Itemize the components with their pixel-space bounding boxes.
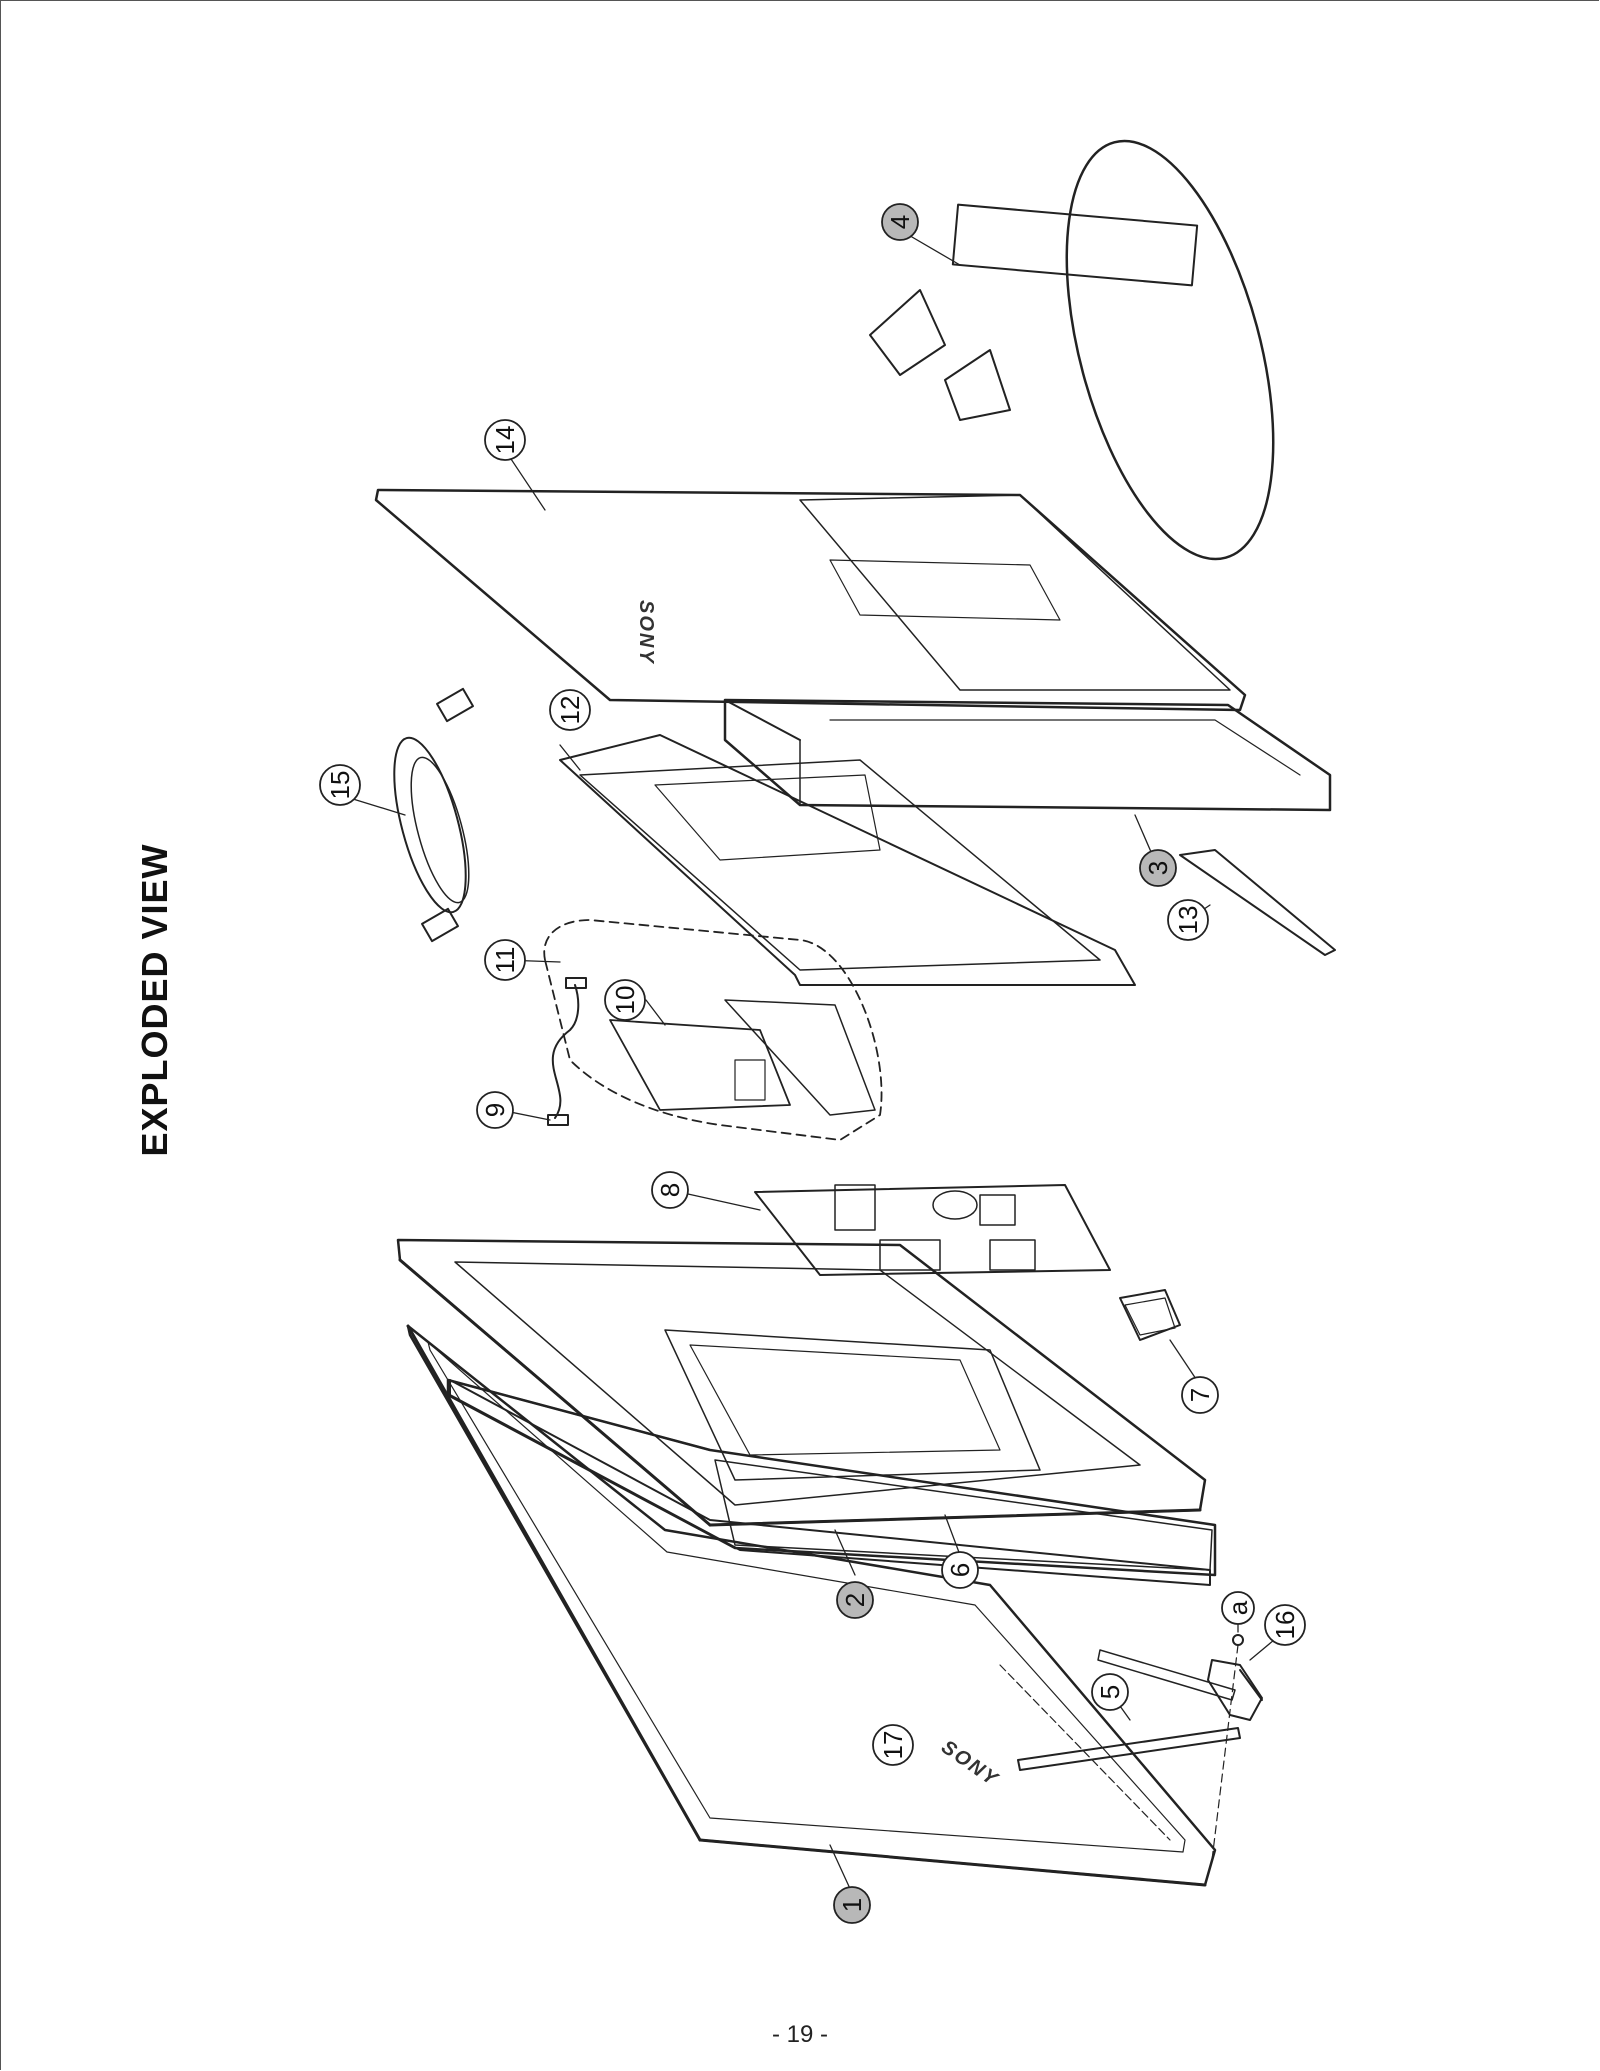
svg-text:16: 16 <box>1270 1611 1300 1640</box>
part-signal-assembly <box>543 919 883 1141</box>
svg-text:7: 7 <box>1185 1388 1215 1402</box>
part-shield-cover <box>559 734 1136 986</box>
svg-text:15: 15 <box>325 771 355 800</box>
part-bracket-7 <box>1119 1289 1181 1341</box>
callout-15: 15 <box>319 764 361 806</box>
back-cover-brand-mark: SONY <box>635 600 657 665</box>
svg-text:4: 4 <box>885 215 915 229</box>
svg-text:8: 8 <box>655 1183 685 1197</box>
part-button-16 <box>1207 1634 1263 1861</box>
svg-text:13: 13 <box>1173 906 1203 935</box>
callouts: 1 2 3 4 5 6 7 <box>319 203 1306 1924</box>
callout-5: 5 <box>1091 1673 1129 1711</box>
svg-text:10: 10 <box>610 986 640 1015</box>
callout-a: a <box>1221 1591 1255 1625</box>
callout-4: 4 <box>881 203 919 241</box>
part-stand <box>869 139 1275 561</box>
leader-lines <box>339 229 1281 1894</box>
callout-3: 3 <box>1139 849 1177 887</box>
svg-text:17: 17 <box>878 1731 908 1760</box>
callout-7: 7 <box>1181 1376 1219 1414</box>
part-cable-15 <box>393 687 474 943</box>
page-number: - 19 - <box>771 2021 829 2048</box>
part-power-board <box>754 1184 1111 1276</box>
svg-text:3: 3 <box>1143 861 1173 875</box>
svg-text:2: 2 <box>840 1593 870 1607</box>
svg-text:14: 14 <box>490 426 520 455</box>
callout-13: 13 <box>1167 899 1209 941</box>
callout-11: 11 <box>484 939 526 981</box>
svg-text:11: 11 <box>490 947 520 974</box>
callout-6: 6 <box>941 1551 979 1589</box>
svg-text:6: 6 <box>945 1563 975 1577</box>
callout-8: 8 <box>651 1171 689 1209</box>
part-chassis-frame <box>396 1238 1207 1527</box>
part-control-board <box>1017 1649 1241 1771</box>
callout-9: 9 <box>476 1091 514 1129</box>
part-front-bezel: SONY <box>406 1324 1217 1887</box>
part-rear-cabinet <box>723 698 1332 812</box>
bezel-brand-mark: SONY <box>937 1736 1003 1791</box>
svg-text:9: 9 <box>480 1103 510 1117</box>
part-lcd-panel <box>446 1378 1217 1586</box>
svg-text:1: 1 <box>837 1898 867 1912</box>
svg-text:a: a <box>1223 1600 1253 1615</box>
callout-14: 14 <box>484 419 526 461</box>
callout-12: 12 <box>549 689 591 731</box>
part-back-cover: SONY <box>374 488 1247 712</box>
callout-10: 10 <box>604 979 646 1021</box>
callout-1: 1 <box>833 1886 871 1924</box>
svg-text:12: 12 <box>555 696 585 725</box>
callout-16: 16 <box>1264 1604 1306 1646</box>
callout-17: 17 <box>872 1724 914 1766</box>
svg-text:5: 5 <box>1095 1685 1125 1699</box>
part-bracket-13 <box>1179 849 1336 956</box>
callout-2: 2 <box>836 1581 874 1619</box>
